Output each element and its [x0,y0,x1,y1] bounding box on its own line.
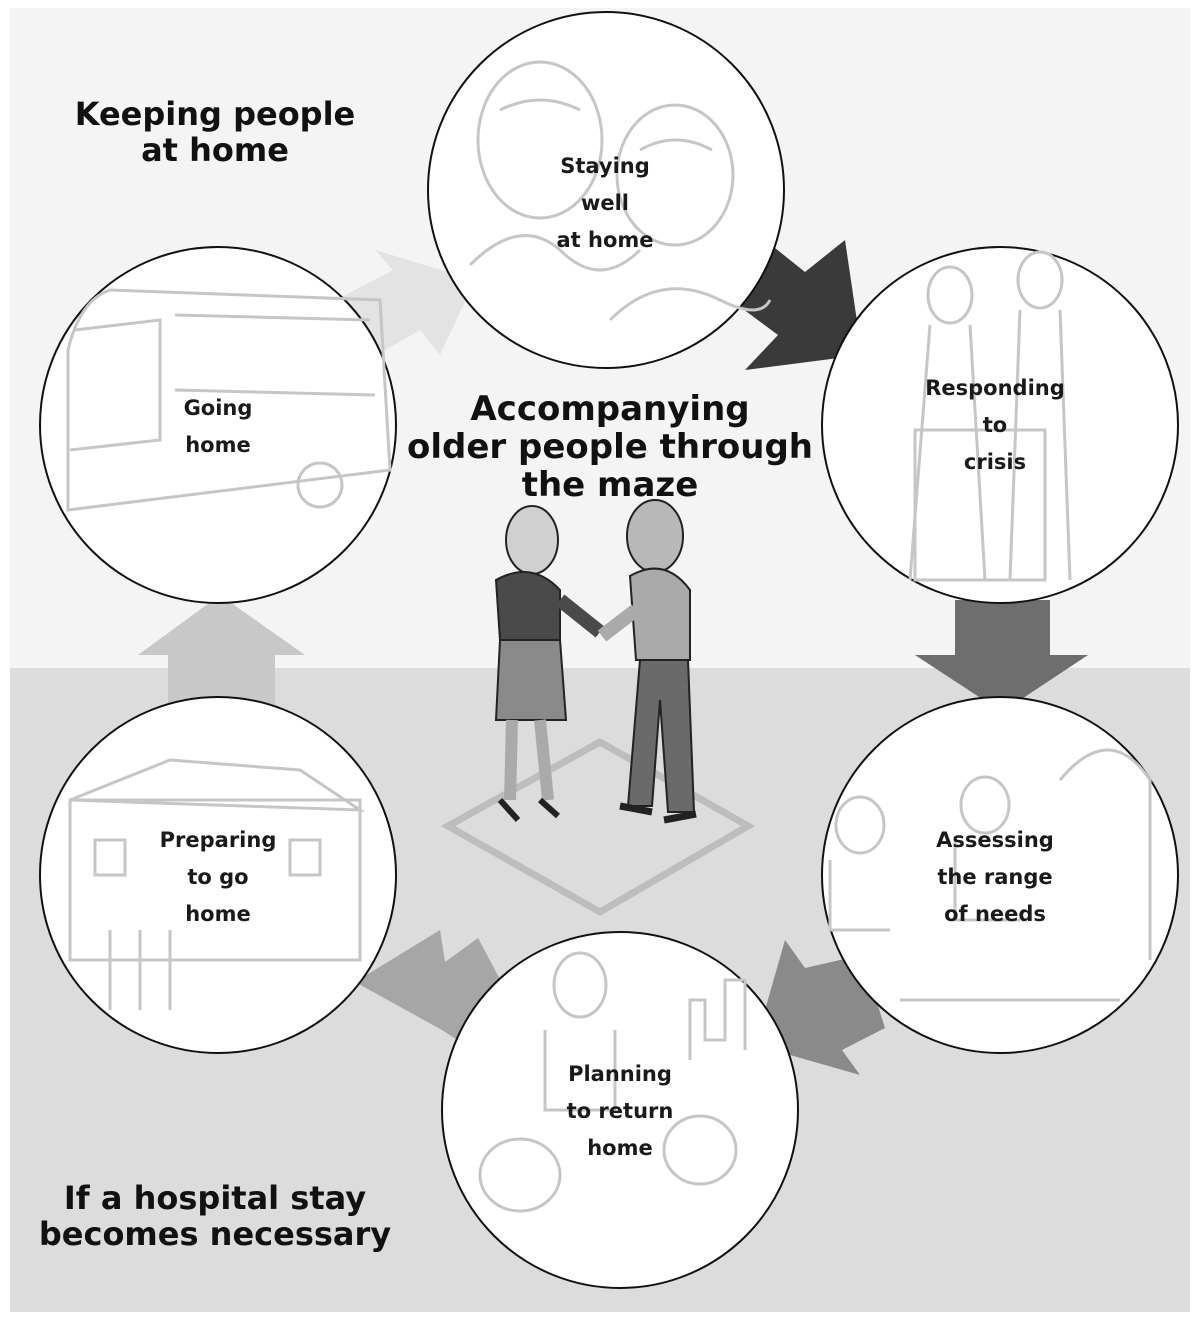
diagram-main-title: Accompanying older people through the ma… [407,389,813,505]
circle-assessing [821,696,1179,1054]
stage-label-staying-well: Staying well at home [556,154,654,252]
stage-label-going-home: Going home [183,396,253,457]
handshake-illustration [440,499,756,917]
arrow-preparing-to-going [138,595,305,710]
walking-frame-carer-illustration [908,250,1072,582]
arrow-responding-to-assessing [915,600,1088,712]
stage-label-planning: Planning to return home [566,1062,674,1160]
circle-responding [821,246,1179,604]
stage-label-responding: Responding to crisis [925,376,1065,474]
arrow-going-to-staying [340,250,475,360]
stage-label-assessing: Assessing the range of needs [936,828,1054,926]
house-illustration [68,758,366,1010]
circle-planning [441,931,799,1289]
meeting-illustration [828,748,1152,1002]
section-title-hospital-stay: If a hospital stay becomes necessary [38,1179,392,1253]
circle-preparing [39,696,397,1054]
stage-label-preparing: Preparing to go home [159,828,277,926]
team-planning-illustration [478,951,747,1213]
section-title-keeping-at-home: Keeping people at home [74,95,356,169]
circle-staying-well [427,11,785,369]
bus-illustration [66,288,392,512]
elderly-couple-illustration [468,60,772,322]
circle-going-home [39,246,397,604]
